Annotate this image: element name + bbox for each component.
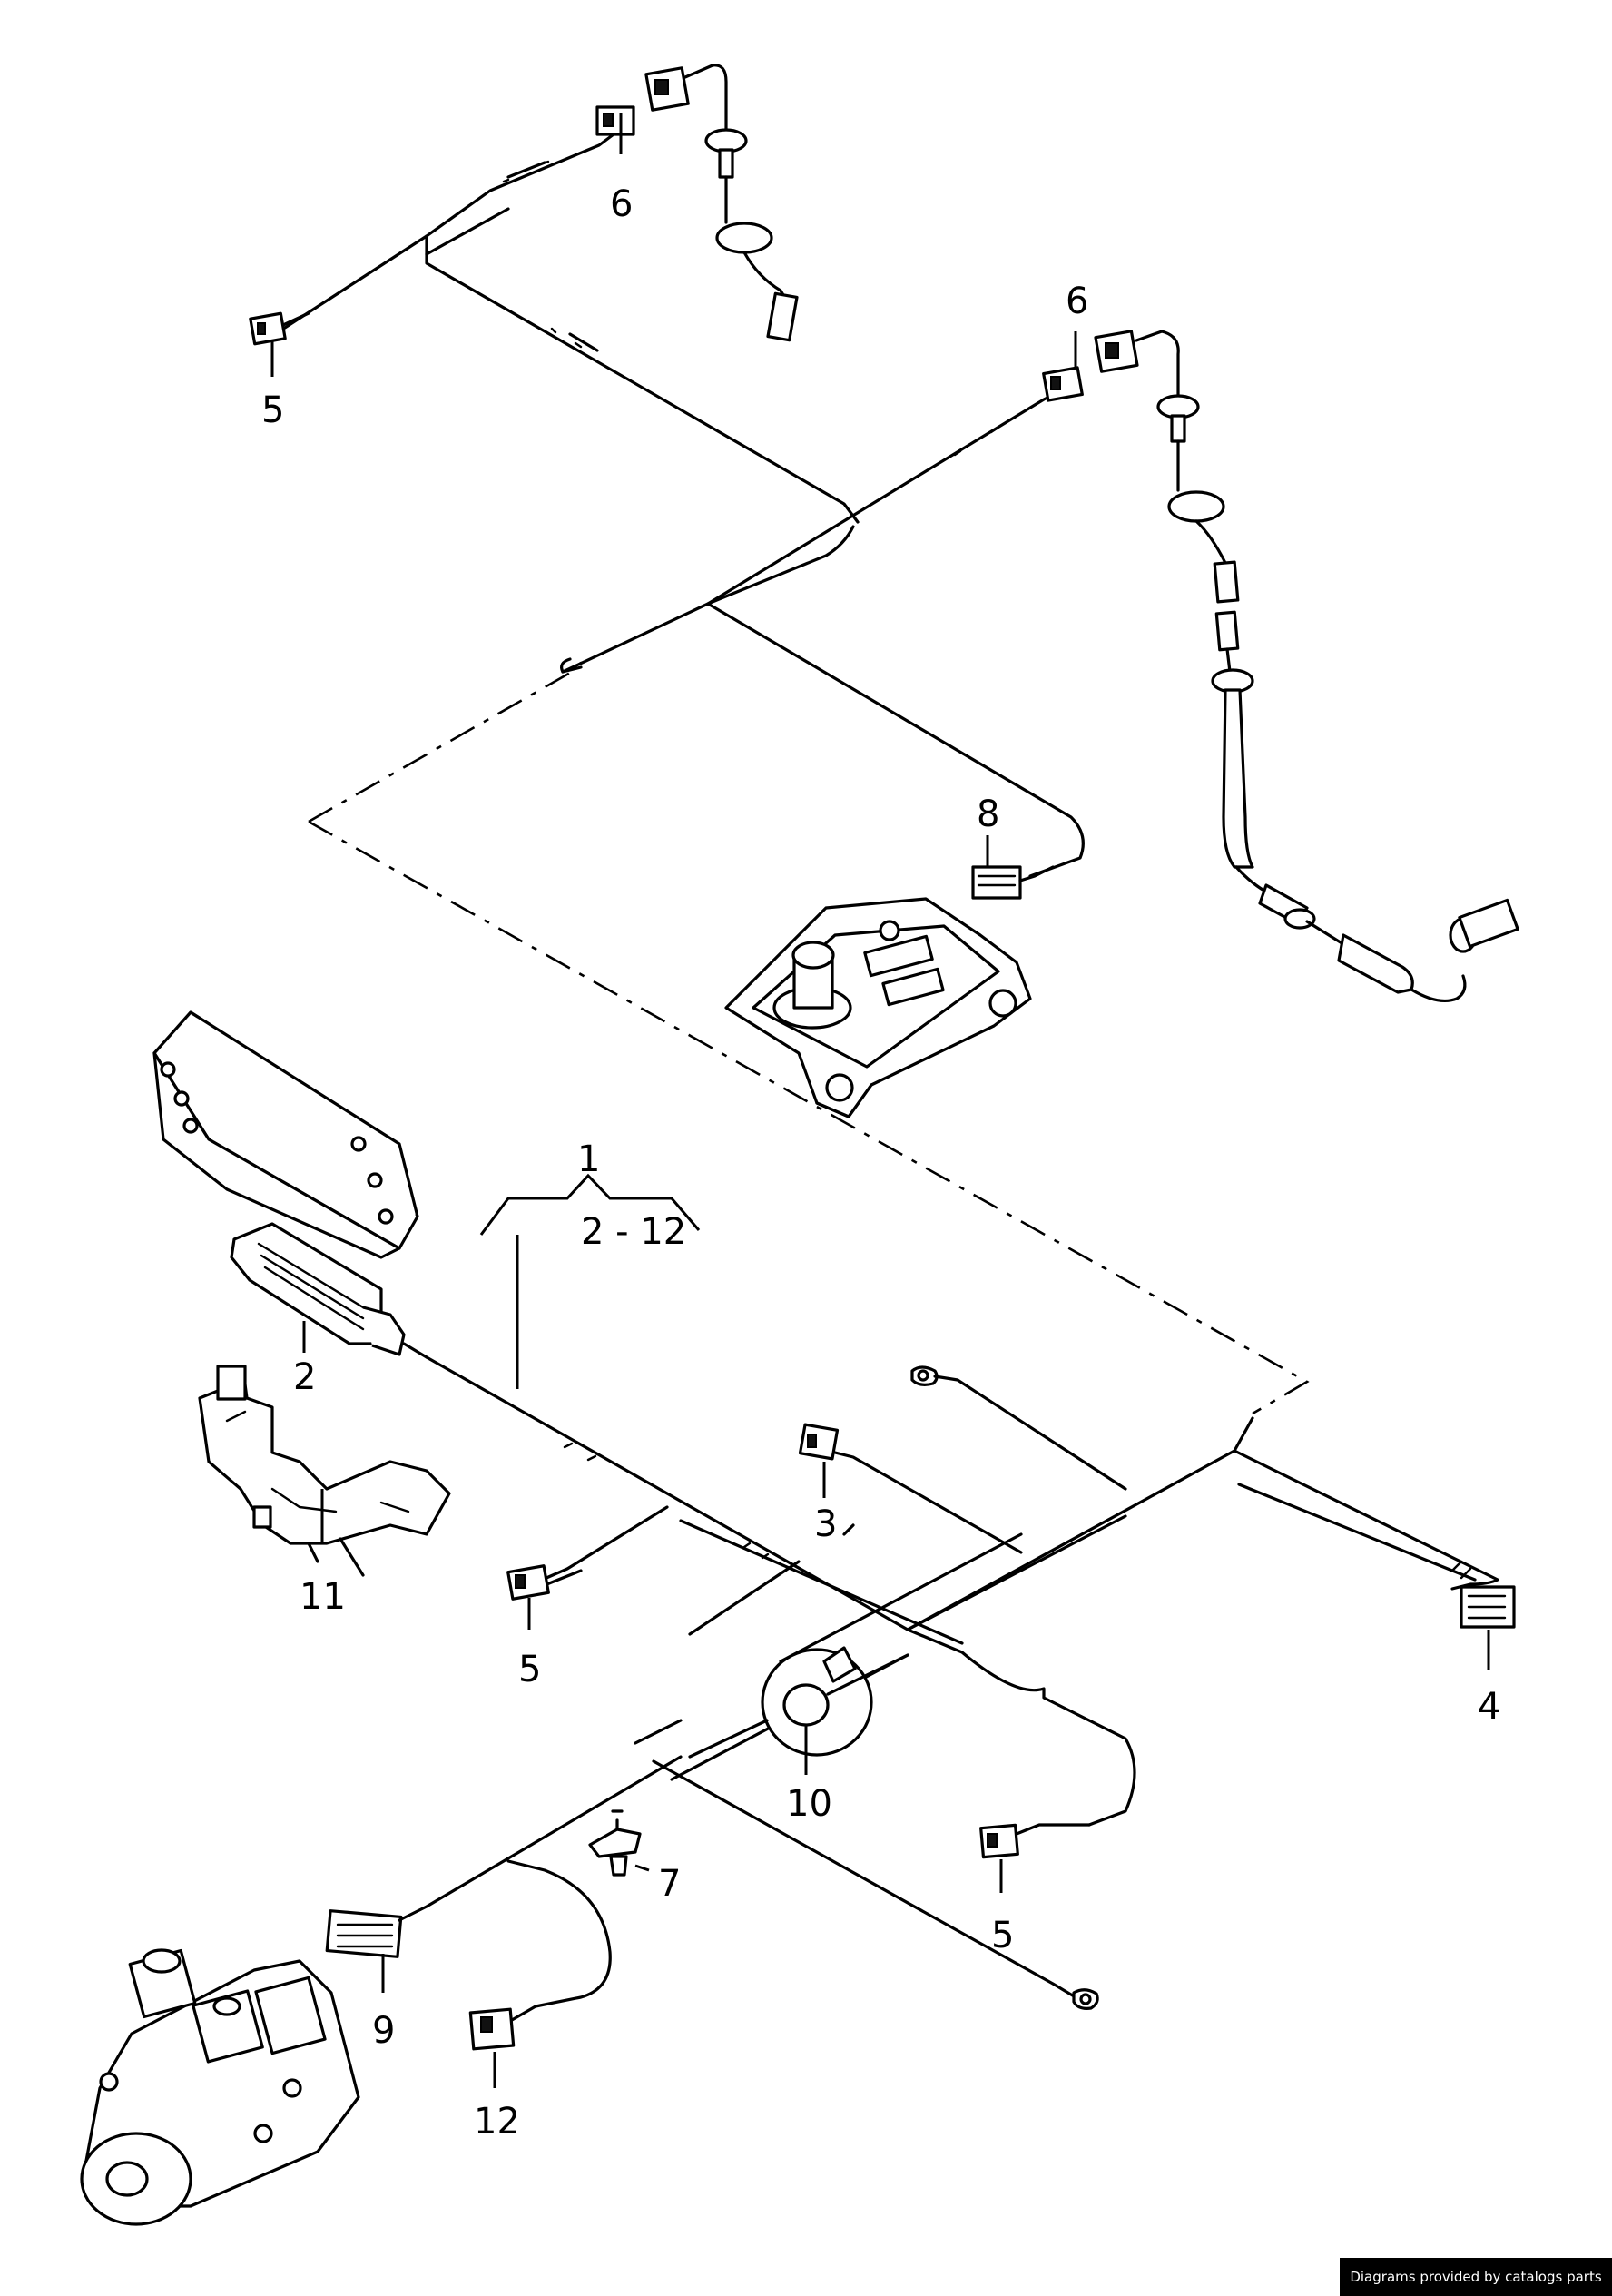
connector-4: [1237, 1483, 1516, 1629]
section-boundary-dashed: [308, 670, 1310, 1415]
middle-harness: [560, 389, 1085, 878]
fastener-7: [588, 1809, 642, 1877]
callout-9: 9: [372, 2010, 395, 2052]
callout-7: 7: [658, 1863, 681, 1905]
connector-9: [325, 1755, 683, 1958]
callout-8: 8: [977, 793, 999, 835]
callout-3: 3: [814, 1503, 837, 1545]
callout-leaders: [270, 113, 1490, 2088]
bracket-11: [198, 1365, 451, 1577]
upper-sensor-lead: [704, 128, 799, 342]
lower-harness: [425, 1355, 1499, 1827]
connector-5-middle: [506, 1505, 669, 1601]
control-module-8: [724, 897, 1032, 1118]
callout-5-middle: 5: [518, 1649, 541, 1690]
connector-5-upper: [249, 311, 310, 346]
callout-4: 4: [1478, 1686, 1500, 1728]
callout-2: 2: [293, 1356, 316, 1398]
callout-10: 10: [786, 1783, 832, 1825]
callout-5-upper: 5: [261, 389, 284, 431]
footer-credit: Diagrams provided by catalogs parts: [1340, 2258, 1612, 2296]
connector-2: [230, 1222, 428, 1359]
callout-1: 1: [577, 1138, 600, 1180]
connector-5-lower: [979, 1823, 1091, 1859]
wheel-speed-sensor-right: [1156, 394, 1519, 1002]
callout-1-range: 2 - 12: [581, 1211, 686, 1253]
callout-6-upper: 6: [610, 183, 633, 225]
callout-5-lower: 5: [991, 1915, 1014, 1956]
hydraulic-unit: [80, 1948, 360, 2226]
ground-terminal-upper: [910, 1365, 1127, 1491]
upper-harness-left-branch: [270, 130, 860, 524]
callout-6-right: 6: [1066, 281, 1088, 322]
connector-3: [798, 1423, 1023, 1554]
connector-6-upper: [595, 64, 728, 136]
callout-labels: 6 5 6 8 1 2 - 12 2 3 11 5 4 10 7 5 9 12: [261, 183, 1500, 2143]
abs-control-unit: [152, 1010, 419, 1259]
connector-12: [468, 1859, 612, 2051]
callout-11: 11: [300, 1576, 346, 1618]
callout-12: 12: [474, 2101, 520, 2143]
connector-8: [971, 865, 1055, 900]
ground-terminal-lower: [652, 1759, 1099, 2010]
grommet-10: [688, 1646, 909, 1759]
connector-6-right: [1042, 330, 1180, 402]
